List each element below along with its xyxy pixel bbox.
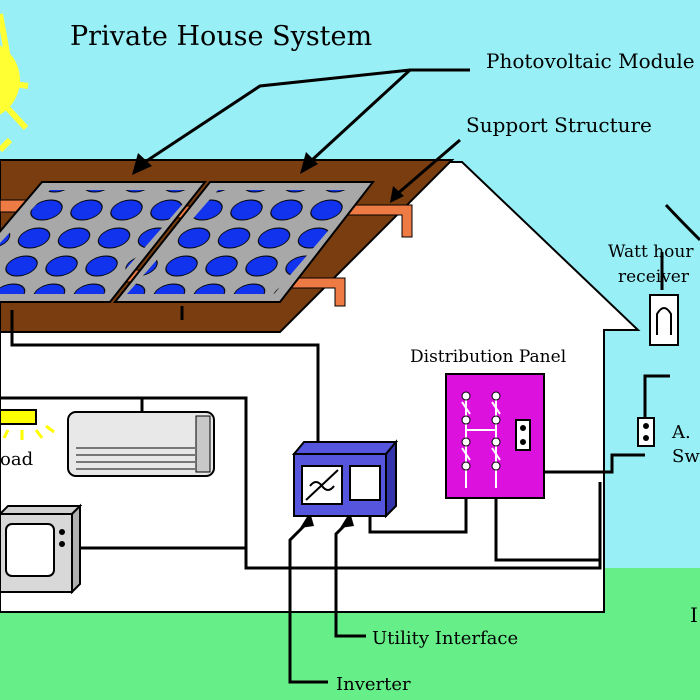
ac-switch-label-line2: Sw [672,446,700,467]
load-label: oad [0,449,33,470]
inverter-label: Inverter [336,674,411,695]
support-structure-label: Support Structure [466,113,652,137]
inverter-icon [291,439,399,519]
label-pointers [144,68,470,197]
diagram-title: Private House System [70,21,372,52]
arrow-heads [132,152,404,203]
air-conditioner-icon [67,411,215,477]
inverter-pointer [288,518,328,684]
photovoltaic-panel-right [112,181,376,303]
ac-switch-label-line1: A. [671,422,691,443]
lamp-icon [0,409,55,440]
television-icon [0,503,83,595]
photovoltaic-panel-left [0,181,208,303]
distribution-panel-icon [445,373,545,499]
service-drop-wire [664,203,700,242]
edge-label-right: I [690,603,698,627]
utility-interface-label: Utility Interface [372,628,518,649]
watt-hour-label-line2: receiver [618,267,690,287]
photovoltaic-modules-label: Photovoltaic Module [486,49,695,73]
watt-hour-meter-icon [649,294,679,346]
sun-icon [0,13,29,153]
wiring [0,252,670,570]
distribution-panel-label: Distribution Panel [410,347,566,367]
ac-switch-icon [637,417,655,447]
watt-hour-label-line1: Watt hour [608,242,694,262]
